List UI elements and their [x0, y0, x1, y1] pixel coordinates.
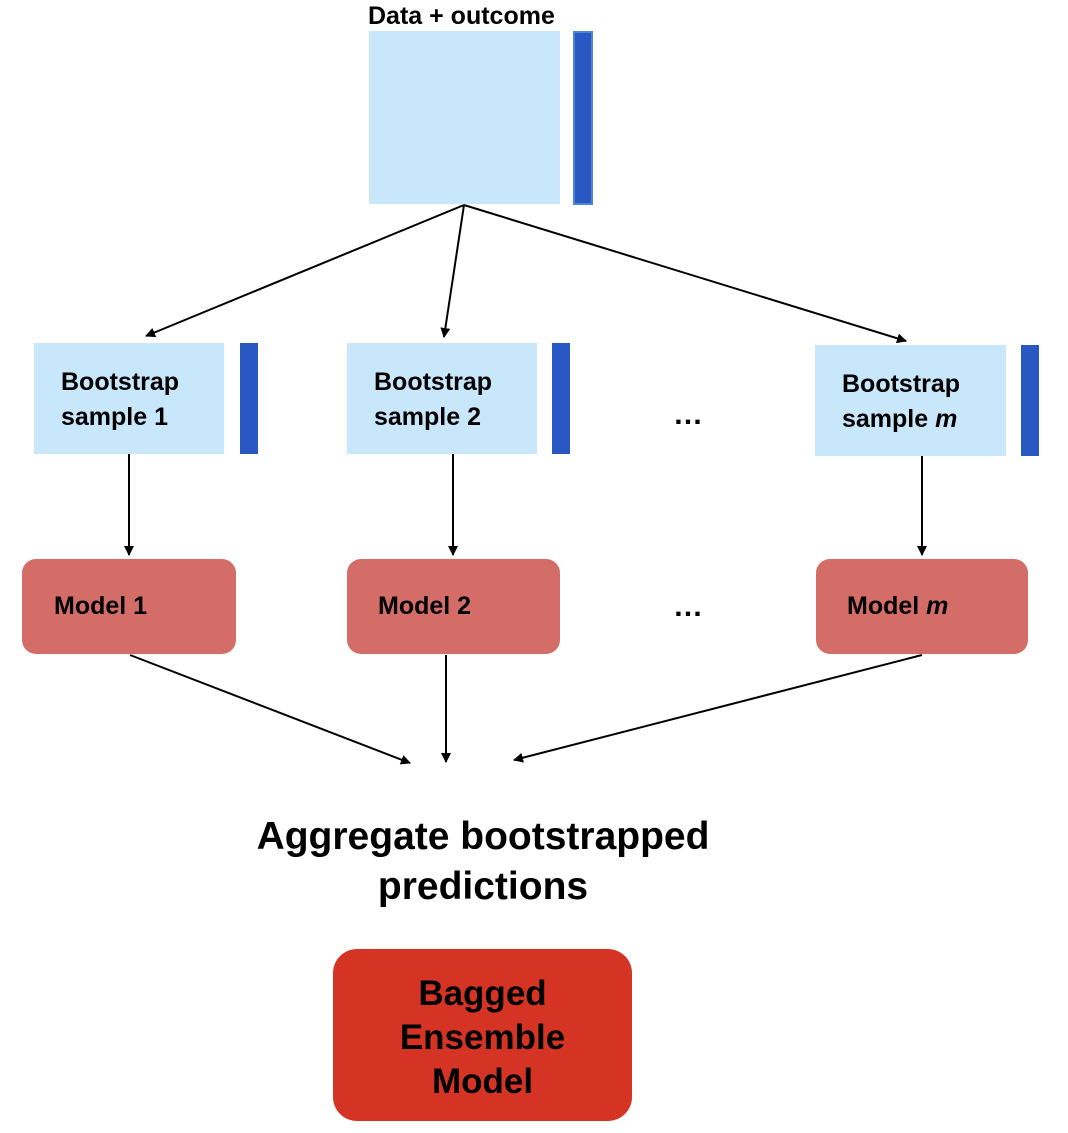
final-line1: Bagged	[418, 974, 547, 1013]
sample-1-line1: Bootstrap	[61, 368, 180, 396]
samples-ellipsis: …	[673, 398, 705, 431]
bootstrap-sample-1: Bootstrap sample 1	[34, 343, 224, 454]
arrow-source-to-sample-1	[145, 204, 465, 338]
arrow-model-1-to-aggregate	[129, 654, 411, 765]
sample-2-outcome-bar	[552, 343, 570, 454]
final-line2: Ensemble	[399, 1018, 566, 1057]
model-1: Model 1	[22, 559, 236, 654]
model-2-prefix: Model	[378, 592, 458, 620]
aggregate-line2: predictions	[377, 865, 589, 908]
source-data-block	[369, 31, 560, 204]
sample-m-outcome-bar	[1021, 345, 1039, 456]
final-line3: Model	[431, 1062, 534, 1101]
model-m-index: m	[926, 592, 949, 620]
sample-1-prefix: sample	[61, 403, 155, 431]
arrow-source-to-sample-2	[440, 204, 465, 338]
sample-1-outcome-bar	[240, 343, 258, 454]
sample-2-line2: sample 2	[374, 400, 537, 435]
sample-m-prefix: sample	[842, 405, 936, 433]
sample-m-line1: Bootstrap	[842, 370, 961, 398]
bootstrap-sample-m: Bootstrap sample m	[815, 345, 1006, 456]
model-1-index: 1	[133, 592, 148, 620]
sample-2-prefix: sample	[374, 403, 468, 431]
model-1-prefix: Model	[54, 592, 134, 620]
bootstrap-sample-2: Bootstrap sample 2	[347, 343, 537, 454]
arrow-source-to-sample-m	[463, 204, 907, 344]
aggregate-line1: Aggregate bootstrapped	[256, 815, 710, 858]
sample-m-line2: sample m	[842, 402, 1006, 437]
sample-1-line2: sample 1	[61, 400, 224, 435]
sample-2-index: 2	[467, 403, 482, 431]
model-2-index: 2	[457, 592, 472, 620]
model-2: Model 2	[347, 559, 560, 654]
sample-m-index: m	[935, 405, 958, 433]
arrow-model-m-to-aggregate	[513, 654, 923, 763]
source-outcome-bar	[573, 31, 593, 205]
sample-2-line1: Bootstrap	[374, 368, 493, 396]
models-ellipsis: …	[673, 590, 705, 623]
model-m: Model m	[816, 559, 1028, 654]
model-m-prefix: Model	[847, 592, 927, 620]
aggregate-caption: Aggregate bootstrapped predictions	[200, 812, 766, 912]
sample-1-index: 1	[154, 403, 169, 431]
bagged-ensemble-model: Bagged Ensemble Model	[333, 949, 632, 1121]
source-label: Data + outcome	[368, 2, 555, 30]
